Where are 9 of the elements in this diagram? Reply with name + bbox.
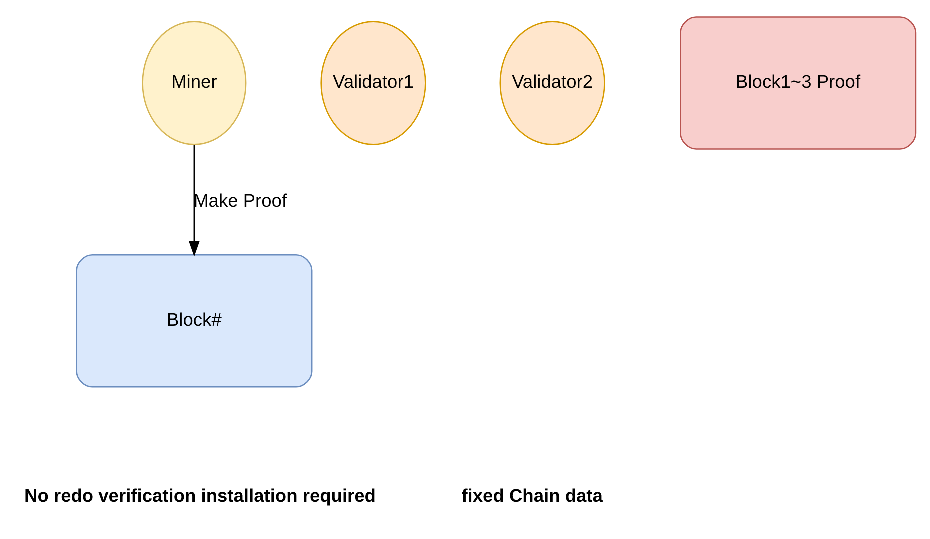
label: fixed Chain data (462, 484, 603, 506)
node-ellipse: Miner (142, 21, 247, 146)
label: No redo verification installation required (24, 484, 376, 506)
arrow (188, 145, 200, 257)
node-ellipse: Validator2 (500, 21, 606, 146)
node-box: Block# (76, 254, 313, 388)
node-box: Block1~3 Proof (680, 16, 917, 150)
edge-label: Make Proof (194, 190, 288, 212)
node-ellipse: Validator1 (320, 21, 426, 146)
